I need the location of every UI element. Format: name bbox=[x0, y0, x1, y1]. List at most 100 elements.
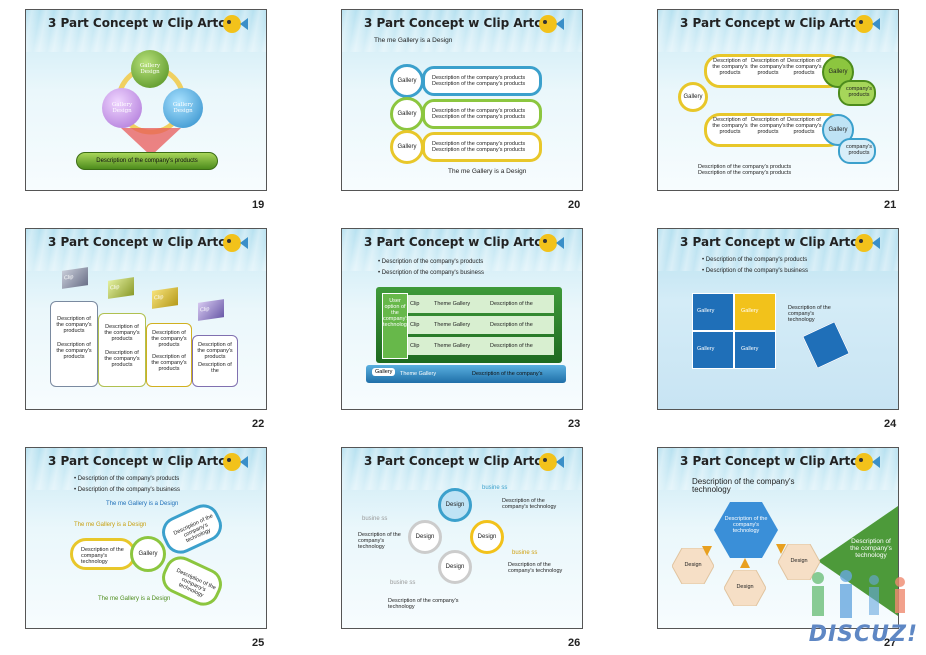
design-node-yellow: Design bbox=[470, 520, 504, 554]
slide-number-27: 27 bbox=[884, 637, 897, 649]
slide-title: 3 Part Concept w Clip Artc bbox=[364, 16, 542, 30]
slide-thumbnail-19[interactable]: 3 Part Concept w Clip Artc Gallery Desig… bbox=[25, 9, 267, 191]
slide-title: 3 Part Concept w Clip Artc bbox=[364, 235, 542, 249]
fish-clipart-icon bbox=[855, 15, 880, 33]
slide-number-23: 23 bbox=[568, 418, 581, 430]
slide-thumbnail-26[interactable]: 3 Part Concept w Clip Artc Design Design… bbox=[341, 447, 583, 629]
tech-desc: Description of the company's technology bbox=[508, 562, 563, 574]
business-label-yellow: busine ss bbox=[512, 550, 538, 556]
bullet-2: • Description of the company's business bbox=[702, 268, 808, 274]
slide-number-20: 20 bbox=[568, 199, 581, 211]
theme-label-blue: The me Gallery is a Design bbox=[106, 501, 179, 507]
blue-base-bar: Gallery Theme Gallery Description of the… bbox=[366, 365, 566, 383]
slide-thumbnail-25[interactable]: 3 Part Concept w Clip Artc • Description… bbox=[25, 447, 267, 629]
tech-desc: Description of the company's technology bbox=[502, 498, 557, 510]
gallery-tag: Gallery bbox=[372, 368, 396, 376]
triangle-icon bbox=[740, 558, 750, 568]
hex-design-label: Design bbox=[790, 558, 808, 564]
slide-footer-text: The me Gallery is a Design bbox=[448, 168, 527, 175]
clip-flag-4: Clip bbox=[198, 299, 224, 321]
hexagon-blue bbox=[714, 502, 778, 558]
slide-subtitle: The me Gallery is a Design bbox=[374, 37, 453, 44]
fish-clipart-icon bbox=[539, 234, 564, 252]
cell-desc: Description of the company's products bbox=[712, 58, 748, 76]
cell-desc: Description of the company's products bbox=[750, 58, 786, 76]
blue-tail: company's products bbox=[838, 138, 876, 164]
clip-flag-1: Clip bbox=[62, 267, 88, 289]
green-tail: company's products bbox=[838, 80, 876, 106]
clip-flag-2: Clip bbox=[108, 277, 134, 299]
hexagon-right bbox=[778, 544, 820, 580]
gallery-node-green: Gallery bbox=[390, 97, 424, 131]
fish-clipart-icon bbox=[223, 15, 248, 33]
tail-label: company's products bbox=[845, 86, 873, 98]
slide-thumbnail-20[interactable]: 3 Part Concept w Clip Artc The me Galler… bbox=[341, 9, 583, 191]
slide-title: 3 Part Concept w Clip Artc bbox=[364, 454, 542, 468]
slide-thumbnail-22[interactable]: 3 Part Concept w Clip Artc Clip Clip Cli… bbox=[25, 228, 267, 410]
bullet-1: • Description of the company's products bbox=[74, 476, 180, 482]
fish-clipart-icon bbox=[855, 234, 880, 252]
upper-blue-pill: Description of the company's technology bbox=[156, 499, 228, 559]
slide-title: 3 Part Concept w Clip Artc bbox=[680, 16, 858, 30]
bullet-1: • Description of the company's products bbox=[378, 259, 484, 265]
slide-title: 3 Part Concept w Clip Artc bbox=[48, 16, 226, 30]
upper-band bbox=[704, 54, 844, 88]
puzzle-piece-blue-1: Gallery bbox=[692, 293, 734, 331]
slide-number-24: 24 bbox=[884, 418, 897, 430]
gallery-center-node: Gallery bbox=[130, 536, 166, 572]
fish-clipart-icon bbox=[539, 453, 564, 471]
bullet-2: • Description of the company's business bbox=[378, 270, 484, 276]
hexagon-left bbox=[672, 548, 714, 584]
tail-label: company's products bbox=[845, 144, 873, 156]
fish-clipart-icon bbox=[855, 453, 880, 471]
puzzle-piece-blue-2: Gallery bbox=[692, 331, 734, 369]
design-node-gray-bottom: Design bbox=[438, 550, 472, 584]
gallery-node-yellow: Gallery bbox=[390, 130, 424, 164]
triangle-icon bbox=[776, 544, 786, 554]
tech-desc: Description of the company's technology bbox=[788, 305, 831, 323]
bar-label: Description of the company's products bbox=[96, 158, 198, 164]
row-pill-yellow bbox=[422, 132, 542, 162]
slide-thumbnail-21[interactable]: 3 Part Concept w Clip Artc Gallery Descr… bbox=[657, 9, 899, 191]
gallery-design-node-blue: Gallery Design bbox=[163, 88, 203, 128]
slide-thumbnail-24[interactable]: 3 Part Concept w Clip Artc • Description… bbox=[657, 228, 899, 410]
cell-desc: Description of the company's products bbox=[712, 117, 748, 135]
business-label-gray: busine ss bbox=[362, 516, 388, 522]
design-node-blue: Design bbox=[438, 488, 472, 522]
fish-clipart-icon bbox=[539, 15, 564, 33]
triangle-icon bbox=[702, 546, 712, 556]
theme-label-yellow: The me Gallery is a Design bbox=[74, 522, 147, 528]
slide-title: 3 Part Concept w Clip Artc bbox=[680, 454, 858, 468]
bullet-2: • Description of the company's business bbox=[74, 487, 180, 493]
slide-thumbnail-23[interactable]: 3 Part Concept w Clip Artc • Description… bbox=[341, 228, 583, 410]
gallery-node-blue: Gallery bbox=[390, 64, 424, 98]
business-label-blue: busine ss bbox=[482, 485, 508, 491]
hex-design-label: Design bbox=[684, 562, 702, 568]
down-arrow-icon bbox=[121, 128, 181, 156]
left-yellow-pill: Description of the company's technology bbox=[70, 538, 136, 570]
slide-number-21: 21 bbox=[884, 199, 897, 211]
slide-thumbnail-27[interactable]: 3 Part Concept w Clip Artc Description o… bbox=[657, 447, 899, 629]
gallery-design-node-purple: Gallery Design bbox=[102, 88, 142, 128]
slide-title: 3 Part Concept w Clip Artc bbox=[48, 235, 226, 249]
gallery-node-left: Gallery bbox=[678, 82, 708, 112]
slide-title: 3 Part Concept w Clip Artc bbox=[48, 454, 226, 468]
cell-desc: Description of the company's products bbox=[786, 58, 822, 76]
row-pill-green bbox=[422, 99, 542, 129]
puzzle-piece-blue-3: Gallery bbox=[734, 331, 776, 369]
heading-text: Description of the company's technology bbox=[692, 477, 795, 494]
slide-number-22: 22 bbox=[252, 418, 265, 430]
arrow-desc: Description of the company's technology bbox=[850, 538, 892, 559]
hexagon-bottom bbox=[724, 570, 766, 606]
slide-number-25: 25 bbox=[252, 637, 265, 649]
puzzle-piece-floating bbox=[802, 321, 850, 369]
clip-flag-3: Clip bbox=[152, 287, 178, 309]
